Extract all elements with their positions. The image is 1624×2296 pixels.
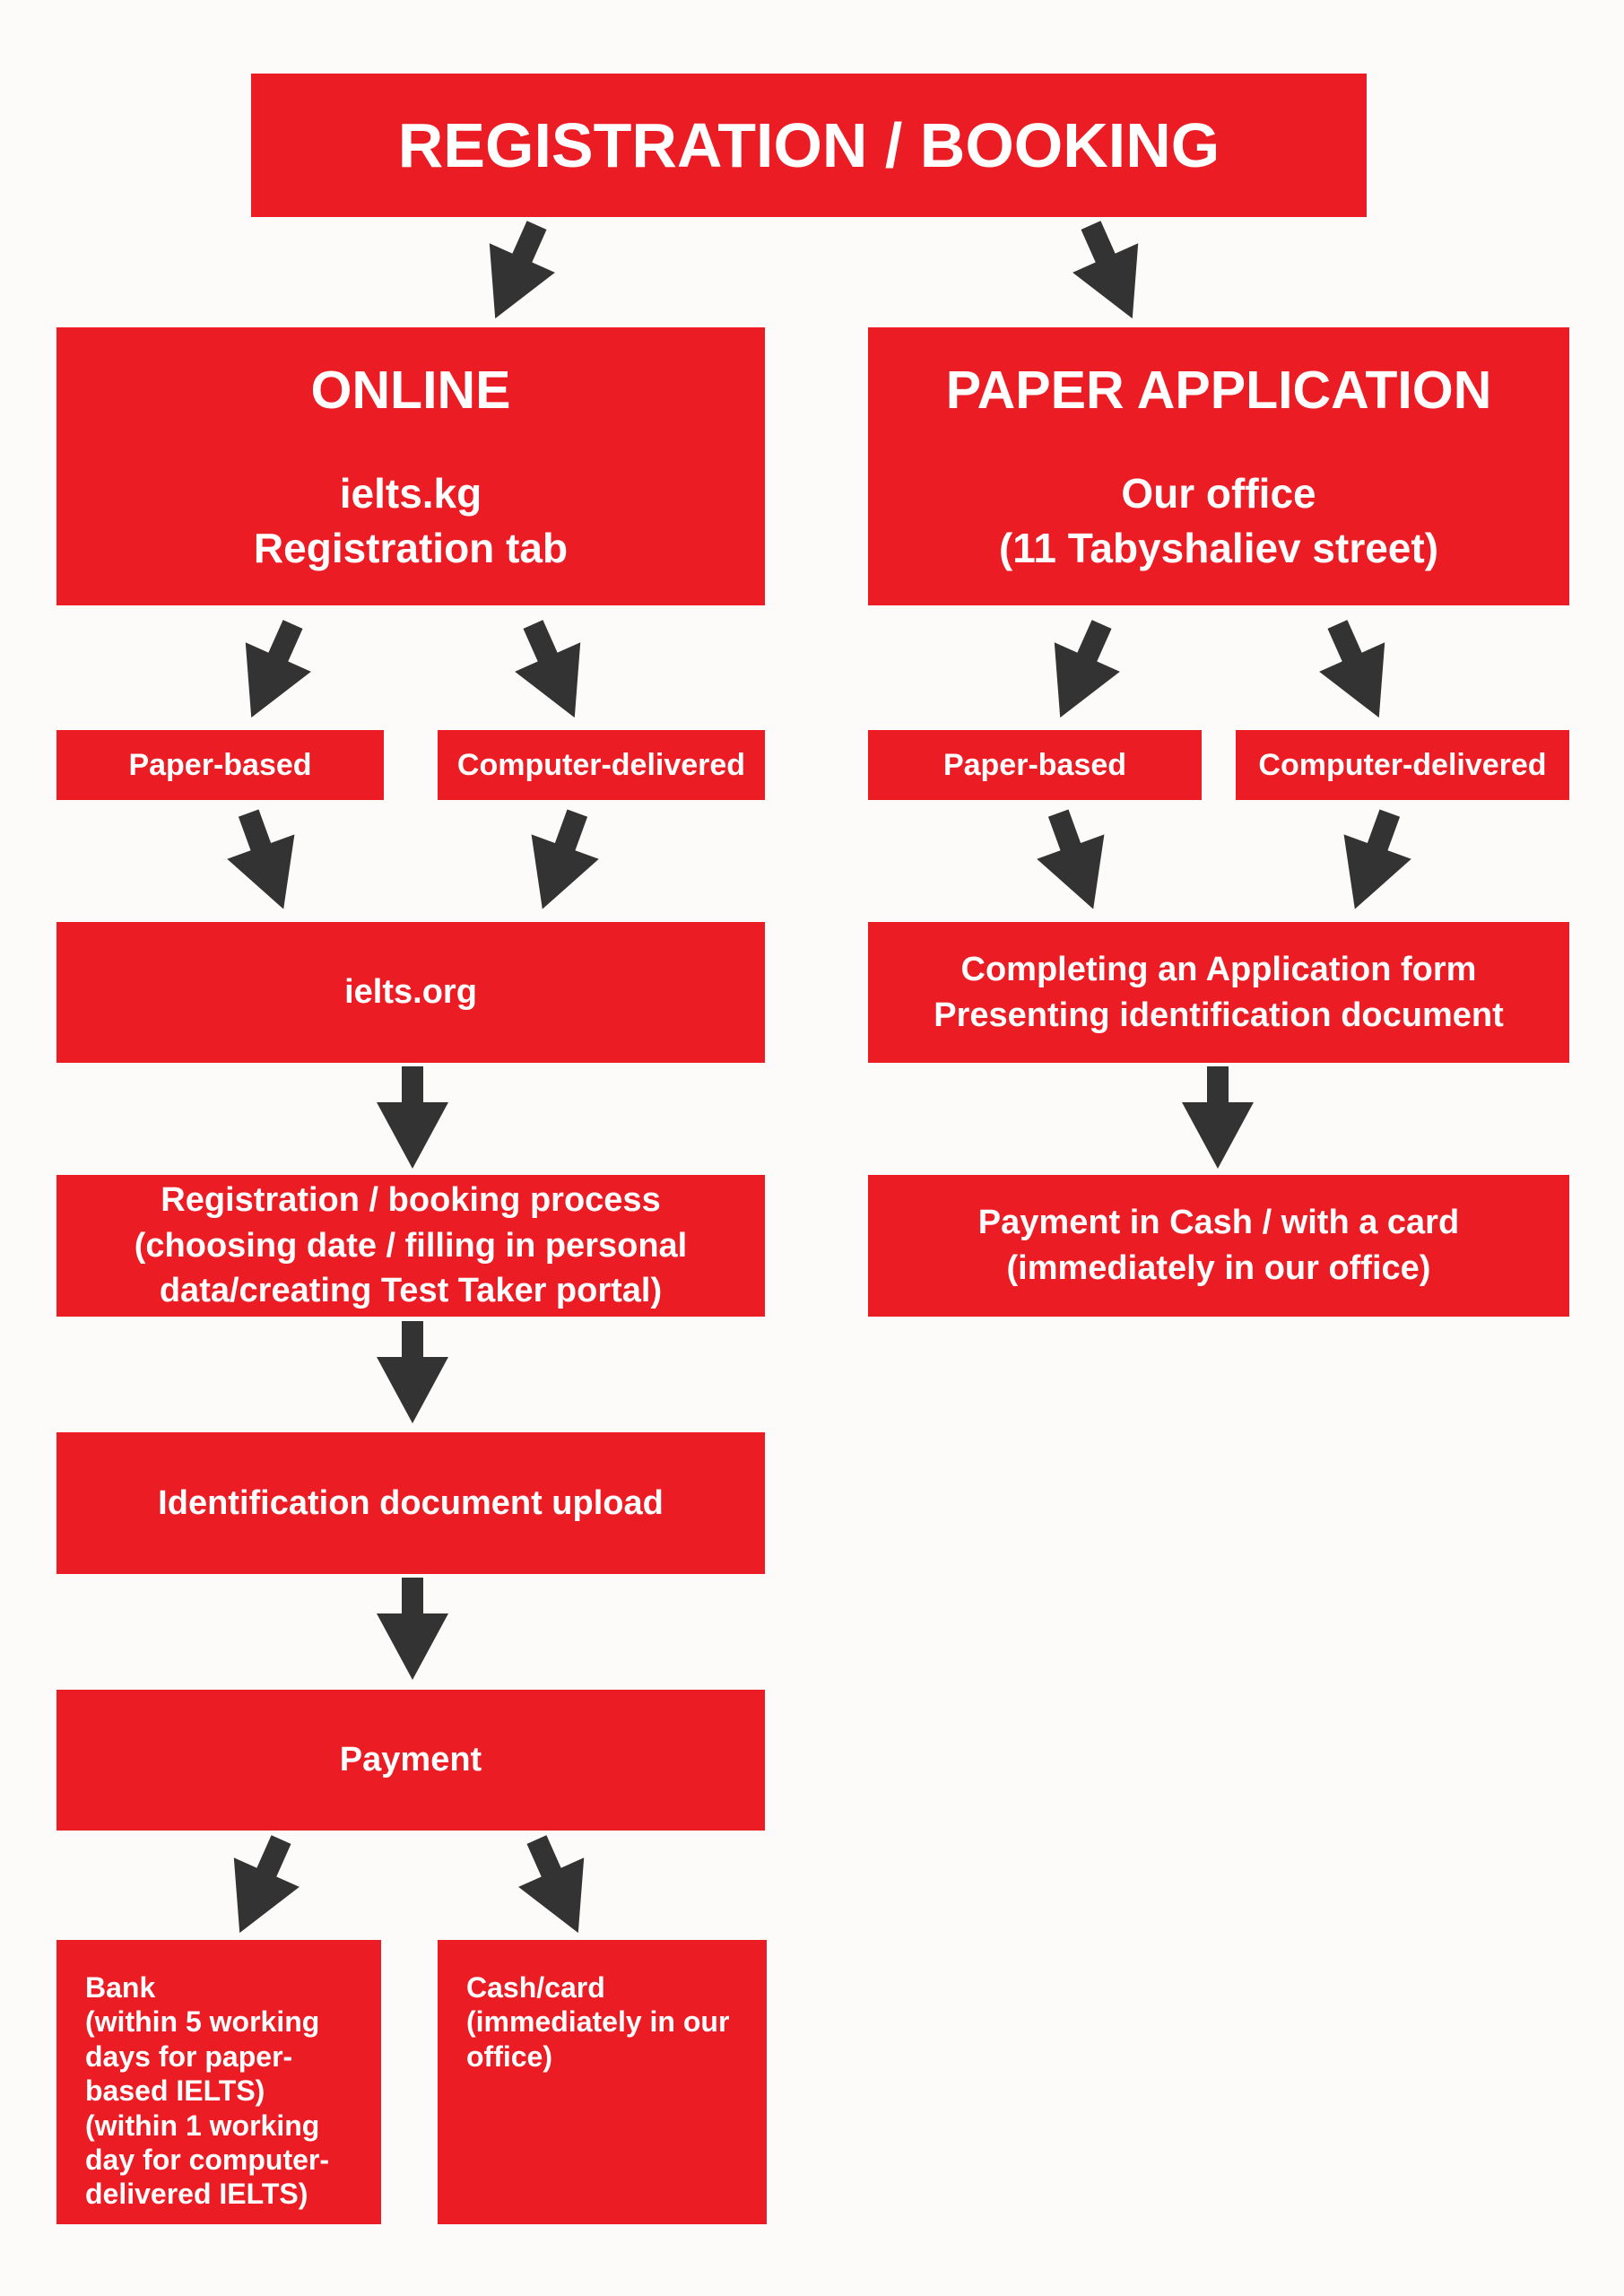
node-online-computer-delivered: Computer-delivered <box>438 730 765 800</box>
node-online-paper-based: Paper-based <box>56 730 384 800</box>
node-ielts-org: ielts.org <box>56 922 765 1063</box>
arrow-paper-based-to-ielts-org-icon <box>210 799 323 925</box>
node-paper-application: PAPER APPLICATION Our office (11 Tabysha… <box>868 327 1569 605</box>
node-paper-app-paper-based: Paper-based <box>868 730 1202 800</box>
node-paper-application-subtitle: Our office (11 Tabyshaliev street) <box>998 469 1439 571</box>
node-registration-process: Registration / booking process (choosing… <box>56 1175 765 1317</box>
node-bank: Bank (within 5 working days for paper-ba… <box>56 1940 381 2224</box>
arrow-online-to-paper-based-icon <box>213 607 330 735</box>
node-completing-application: Completing an Application form Presentin… <box>868 922 1569 1063</box>
arrow-registration-to-paper-application-icon <box>1053 208 1170 336</box>
arrow-paper-application-to-paper-based-icon <box>1021 607 1139 735</box>
arrow-ielts-org-to-registration-process-icon <box>371 1066 454 1170</box>
node-online: ONLINE ielts.kg Registration tab <box>56 327 765 605</box>
arrow-online-to-computer-delivered-icon <box>495 607 612 735</box>
node-payment-in-cash: Payment in Cash / with a card (immediate… <box>868 1175 1569 1317</box>
arrow-computer-delivered-to-ielts-org-icon <box>503 799 616 925</box>
arrow-payment-to-bank-icon <box>201 1822 318 1951</box>
arrow-registration-process-to-id-upload-icon <box>371 1321 454 1425</box>
node-online-title: ONLINE <box>310 361 511 420</box>
node-online-subtitle: ielts.kg Registration tab <box>253 469 569 571</box>
arrow-application-form-to-payment-in-cash-icon <box>1177 1066 1259 1170</box>
arrow-registration-to-online-icon <box>456 208 574 336</box>
arrow-paper-application-to-computer-delivered-icon <box>1299 607 1417 735</box>
node-identification-upload: Identification document upload <box>56 1432 765 1574</box>
arrow-payment-to-cash-card-icon <box>499 1822 616 1951</box>
node-payment: Payment <box>56 1690 765 1831</box>
arrow-computer-delivered-to-application-form-icon <box>1316 799 1429 925</box>
node-registration-booking: REGISTRATION / BOOKING <box>251 74 1367 217</box>
node-paper-app-computer-delivered: Computer-delivered <box>1236 730 1569 800</box>
arrow-paper-based-to-application-form-icon <box>1020 799 1133 925</box>
arrow-id-upload-to-payment-icon <box>371 1578 454 1682</box>
node-cash-card: Cash/card (immediately in our office) <box>438 1940 767 2224</box>
node-paper-application-title: PAPER APPLICATION <box>945 361 1492 420</box>
